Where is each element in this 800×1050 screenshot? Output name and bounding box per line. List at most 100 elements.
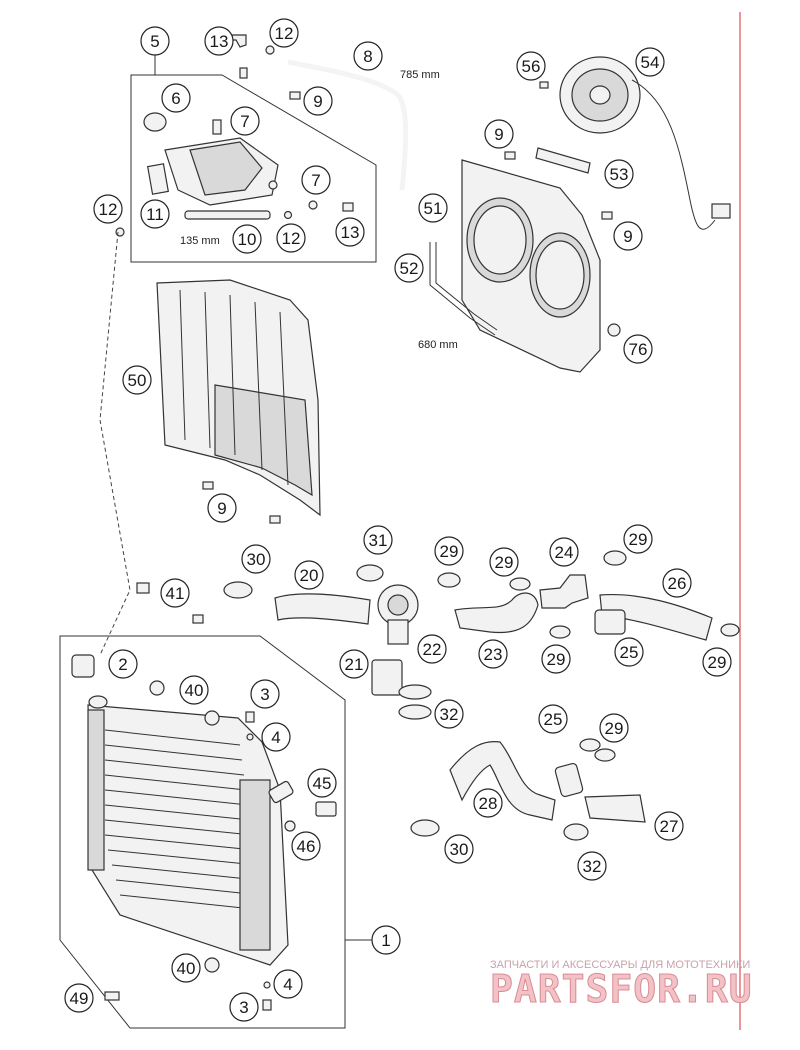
svg-text:41: 41 bbox=[166, 584, 185, 603]
watermark-tagline: ЗАПЧАСТИ И АКСЕССУАРЫ ДЛЯ МОТОТЕХНИКИ bbox=[490, 959, 750, 971]
clamps-29 bbox=[437, 550, 740, 762]
callout-53: 53 bbox=[604, 159, 634, 189]
callout-30: 30 bbox=[241, 544, 271, 574]
svg-text:26: 26 bbox=[668, 574, 687, 593]
callout-41: 41 bbox=[160, 578, 190, 608]
callout-28: 28 bbox=[473, 788, 503, 818]
svg-text:9: 9 bbox=[623, 227, 632, 246]
svg-text:12: 12 bbox=[99, 200, 118, 219]
svg-text:46: 46 bbox=[297, 837, 316, 856]
dim-785: 785 mm bbox=[400, 69, 440, 81]
svg-text:31: 31 bbox=[369, 531, 388, 550]
hose-27 bbox=[584, 794, 646, 823]
callout-52: 52 bbox=[394, 253, 424, 283]
svg-text:29: 29 bbox=[440, 542, 459, 561]
clip-76 bbox=[607, 323, 621, 337]
screws-3-4 bbox=[245, 711, 272, 1011]
svg-text:4: 4 bbox=[283, 975, 292, 994]
svg-text:29: 29 bbox=[629, 530, 648, 549]
svg-text:9: 9 bbox=[217, 499, 226, 518]
callout-29: 29 bbox=[489, 547, 519, 577]
svg-text:4: 4 bbox=[271, 728, 280, 747]
rings-32 bbox=[398, 684, 432, 720]
clamp-31 bbox=[356, 564, 384, 582]
callout-9: 9 bbox=[484, 119, 514, 149]
radiator-1 bbox=[87, 695, 289, 966]
svg-text:8: 8 bbox=[363, 47, 372, 66]
callout-50: 50 bbox=[122, 365, 152, 395]
svg-text:29: 29 bbox=[708, 653, 727, 672]
callout-56: 56 bbox=[516, 51, 546, 81]
ring-32-lower bbox=[563, 823, 589, 841]
svg-text:5: 5 bbox=[150, 32, 159, 51]
fan-54 bbox=[559, 56, 731, 230]
hose-28 bbox=[449, 741, 556, 821]
callout-45: 45 bbox=[307, 768, 337, 798]
callout-25: 25 bbox=[538, 704, 568, 734]
svg-text:24: 24 bbox=[555, 543, 574, 562]
callout-25: 25 bbox=[614, 637, 644, 667]
small-parts-top bbox=[115, 34, 354, 237]
svg-text:10: 10 bbox=[238, 230, 257, 249]
callout-40: 40 bbox=[179, 675, 209, 705]
callout-4: 4 bbox=[273, 969, 303, 999]
callout-49: 49 bbox=[64, 983, 94, 1013]
callout-54: 54 bbox=[635, 47, 665, 77]
svg-text:21: 21 bbox=[345, 655, 364, 674]
clamp-30 bbox=[223, 581, 253, 599]
callout-40: 40 bbox=[171, 953, 201, 983]
callout-29: 29 bbox=[623, 524, 653, 554]
callout-8: 8 bbox=[353, 41, 383, 71]
callout-23: 23 bbox=[478, 639, 508, 669]
group-5-frame bbox=[130, 55, 377, 263]
svg-text:2: 2 bbox=[118, 655, 127, 674]
hose-8 bbox=[287, 59, 409, 191]
callout-10: 10 bbox=[232, 224, 262, 254]
callout-29: 29 bbox=[599, 713, 629, 743]
svg-text:7: 7 bbox=[240, 112, 249, 131]
svg-text:1: 1 bbox=[381, 931, 390, 950]
sleeve-25-top bbox=[594, 609, 626, 635]
callout-76: 76 bbox=[623, 334, 653, 364]
svg-text:13: 13 bbox=[341, 223, 360, 242]
svg-text:53: 53 bbox=[610, 165, 629, 184]
tube-10 bbox=[184, 210, 271, 220]
svg-text:9: 9 bbox=[494, 125, 503, 144]
svg-text:27: 27 bbox=[660, 817, 679, 836]
cable-52 bbox=[429, 242, 498, 336]
svg-text:45: 45 bbox=[313, 774, 332, 793]
callout-32: 32 bbox=[577, 851, 607, 881]
callout-3: 3 bbox=[250, 679, 280, 709]
svg-text:22: 22 bbox=[423, 640, 442, 659]
callout-9: 9 bbox=[613, 221, 643, 251]
callout-2: 2 bbox=[108, 649, 138, 679]
callout-21: 21 bbox=[339, 649, 369, 679]
callout-4: 4 bbox=[261, 722, 291, 752]
callout-12: 12 bbox=[93, 194, 123, 224]
svg-text:49: 49 bbox=[70, 989, 89, 1008]
svg-text:29: 29 bbox=[605, 719, 624, 738]
svg-text:3: 3 bbox=[239, 998, 248, 1017]
svg-text:25: 25 bbox=[620, 643, 639, 662]
thermostat-22 bbox=[377, 584, 419, 645]
callout-3: 3 bbox=[229, 992, 259, 1022]
callout-1: 1 bbox=[371, 925, 401, 955]
fitting-24 bbox=[539, 574, 589, 609]
callout-29: 29 bbox=[434, 536, 464, 566]
callout-11: 11 bbox=[140, 199, 170, 229]
svg-text:51: 51 bbox=[424, 199, 443, 218]
callout-12: 12 bbox=[276, 223, 306, 253]
callout-9: 9 bbox=[303, 86, 333, 116]
svg-text:32: 32 bbox=[440, 705, 459, 724]
dim-135: 135 mm bbox=[180, 235, 220, 247]
cap-2 bbox=[71, 654, 95, 678]
callout-13: 13 bbox=[335, 217, 365, 247]
screws-misc bbox=[104, 582, 204, 1001]
svg-text:12: 12 bbox=[282, 229, 301, 248]
expansion-tank bbox=[143, 112, 279, 206]
callout-6: 6 bbox=[161, 83, 191, 113]
callout-7: 7 bbox=[301, 165, 331, 195]
svg-text:32: 32 bbox=[583, 857, 602, 876]
callout-32: 32 bbox=[434, 699, 464, 729]
sleeve-21 bbox=[371, 659, 403, 696]
